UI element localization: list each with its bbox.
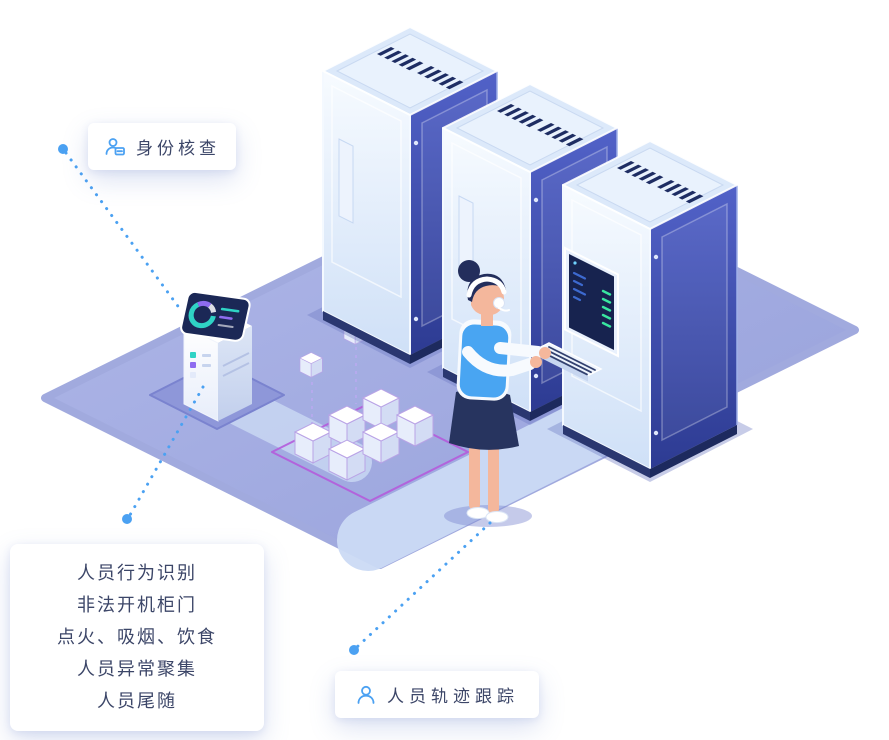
callout-line-identity (64, 151, 182, 311)
headset-band-icon (466, 276, 507, 298)
behavior-line: 人员行为识别 (77, 563, 197, 583)
kiosk-side-vents (222, 352, 250, 377)
kiosk-screen (180, 290, 251, 342)
floating-cube (299, 352, 323, 378)
callout-identity-text: 身份核查 (136, 139, 220, 158)
behavior-line: 非法开机柜门 (77, 595, 197, 615)
ai-kiosk (180, 290, 252, 422)
behavior-line: 点火、吸烟、饮食 (57, 627, 217, 647)
kiosk-screen-legend (217, 307, 240, 329)
callout-identity-label: 身份核查 (88, 123, 236, 170)
cube-zone (271, 319, 469, 502)
callout-behavior-card: 人员行为识别 非法开机柜门 点火、吸烟、饮食 人员异常聚集 人员尾随 (10, 544, 264, 731)
person-skirt (449, 388, 519, 450)
callout-line-behavior (128, 385, 205, 517)
cabinet-screen-panel (564, 246, 619, 358)
behavior-line: 人员尾随 (97, 691, 177, 711)
headset-earcup (493, 297, 505, 309)
kiosk-indicator-lights (190, 352, 211, 378)
identity-check-icon (105, 137, 125, 155)
operator-person (444, 260, 551, 527)
person-icon (357, 685, 375, 704)
behavior-line: 人员异常聚集 (77, 659, 197, 679)
hair-bun (458, 260, 480, 282)
keyboard-tray (534, 342, 603, 382)
callout-dot-trajectory (349, 645, 359, 655)
screen-green-indicators (601, 289, 612, 328)
callout-trajectory-text: 人员轨迹跟踪 (387, 687, 519, 706)
callout-connectors (58, 144, 492, 655)
callout-dot-identity (58, 144, 68, 154)
callout-dot-behavior (122, 514, 132, 524)
server-cabinet-3 (534, 141, 737, 478)
screen-text-lines (572, 271, 587, 302)
callout-trajectory-label: 人员轨迹跟踪 (335, 671, 539, 718)
